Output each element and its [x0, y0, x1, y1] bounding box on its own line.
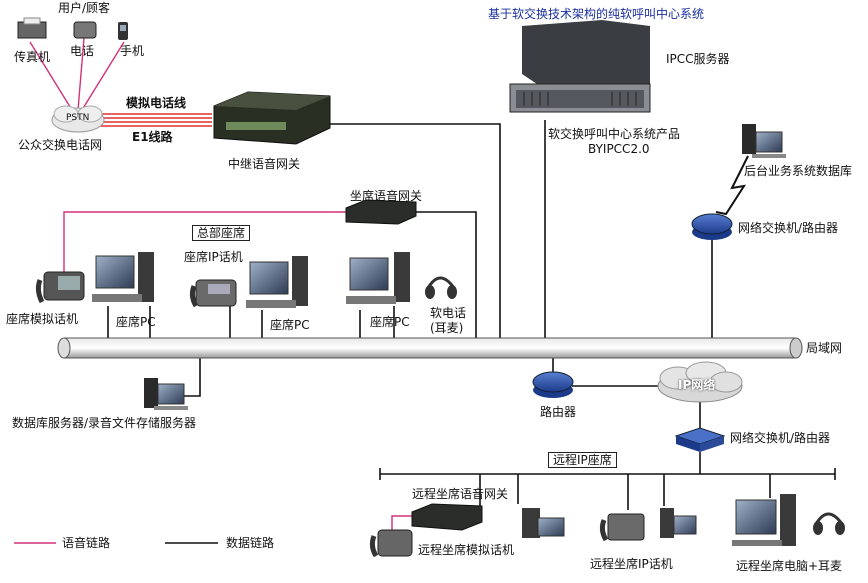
seat-analog-phone-label: 座席模拟话机: [6, 312, 79, 326]
seat-gateway-icon: [345, 199, 417, 225]
router-lan-icon: [532, 371, 574, 398]
switch-router-top-label: 网络交换机/路由器: [738, 221, 839, 235]
seat-ip-phone-icon: [189, 279, 237, 308]
fax-icon: [17, 17, 47, 39]
product-line1: 软交换呼叫中心系统产品: [548, 127, 681, 141]
analog-line-label: 模拟电话线: [126, 96, 187, 110]
headset-icon: [425, 276, 457, 299]
remote-pc-label: 远程坐席电脑+耳麦: [736, 559, 843, 573]
remote-pc-3-icon: [732, 494, 796, 546]
phone-label: 电话: [70, 44, 95, 58]
hq-seat-label: 总部座席: [192, 225, 251, 241]
softphone-label-1: 软电话: [430, 306, 467, 320]
trunk-gateway-icon: [213, 91, 331, 145]
mobile-icon: [118, 22, 128, 40]
ipcc-server-icon: [509, 20, 651, 113]
seat-pc-3-icon: [346, 252, 410, 304]
seat-pc-2-icon: [246, 256, 308, 308]
remote-pc-2-icon: [660, 508, 697, 538]
backend-db-computer-icon: [742, 124, 786, 158]
seat-gateway-label: 坐席语音网关: [350, 189, 423, 203]
softphone-label-2: (耳麦): [430, 321, 464, 335]
lan-pipe: [57, 337, 803, 359]
seat-pc-2-label: 座席PC: [270, 318, 310, 332]
trunk-lines: [92, 113, 212, 127]
data-links: [107, 120, 836, 544]
legend-data-label: 数据链路: [226, 536, 275, 550]
ipcc-server-label: IPCC服务器: [666, 52, 730, 66]
db-server-label: 数据库服务器/录音文件存储服务器: [12, 416, 197, 430]
remote-pc-1-icon: [522, 508, 565, 538]
router-top-icon: [691, 213, 733, 240]
ip-network-label: IP网络: [678, 378, 716, 392]
router-label: 路由器: [540, 405, 577, 419]
seat-ip-phone-label: 座席IP话机: [184, 250, 243, 264]
remote-ip-phone-icon: [599, 513, 645, 542]
diagram-title: 基于软交换技术架构的纯软呼叫中心系统: [488, 7, 705, 21]
legend-voice-label: 语音链路: [62, 536, 111, 550]
users-label: 用户/顾客: [58, 1, 111, 15]
remote-ip-phone-label: 远程坐席IP话机: [590, 557, 673, 571]
remote-analog-phone-icon: [369, 529, 413, 558]
pstn-cloud-label: PSTN: [66, 113, 90, 123]
remote-gateway-label: 远程坐席语音网关: [412, 487, 509, 501]
pstn-cloud-icon: [51, 105, 105, 133]
pstn-label: 公众交换电话网: [18, 138, 103, 152]
switch-router-bottom-label: 网络交换机/路由器: [730, 431, 831, 445]
remote-analog-label: 远程坐席模拟话机: [418, 543, 515, 557]
seat-pc-1-icon: [92, 252, 154, 302]
e1-label: E1线路: [132, 130, 173, 144]
fax-label: 传真机: [14, 50, 51, 64]
trunk-gateway-label: 中继语音网关: [228, 157, 301, 171]
phone-icon: [73, 21, 97, 39]
backend-db-label: 后台业务系统数据库: [744, 164, 853, 178]
seat-analog-phone-icon: [35, 271, 85, 304]
mobile-label: 手机: [120, 44, 145, 58]
product-line2: BYIPCC2.0: [588, 142, 650, 156]
db-server-icon: [144, 378, 188, 410]
seat-pc-1-label: 座席PC: [116, 315, 156, 329]
lan-label: 局域网: [806, 341, 843, 355]
voice-links: [14, 37, 412, 544]
remote-switch-icon: [674, 427, 726, 452]
remote-gateway-icon: [411, 503, 483, 531]
ip-network-cloud-icon: [657, 361, 743, 403]
seat-pc-3-label: 座席PC: [370, 315, 410, 329]
remote-headset-icon: [813, 512, 845, 535]
remote-ip-seat-label: 远程IP座席: [548, 452, 617, 468]
